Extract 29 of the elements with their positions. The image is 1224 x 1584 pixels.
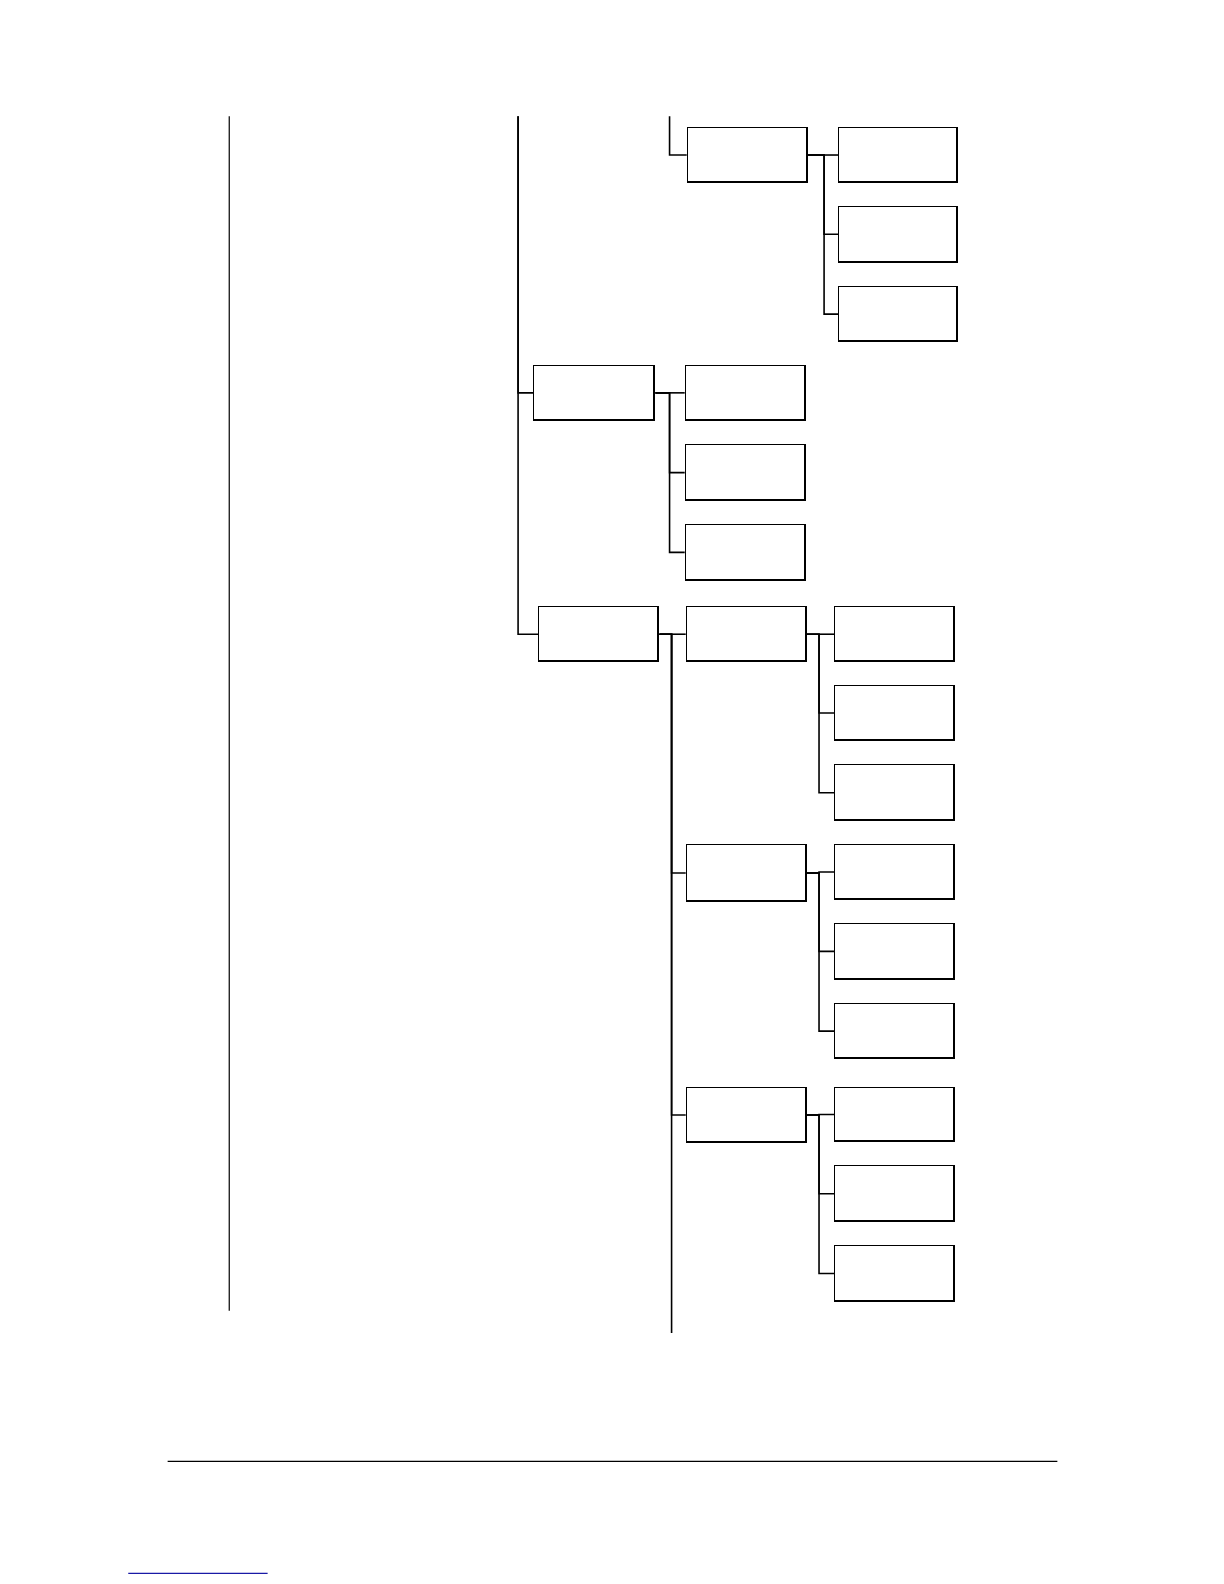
connector-line	[806, 1114, 835, 1275]
empty-box	[834, 923, 956, 980]
empty-box	[685, 844, 807, 902]
empty-box	[834, 764, 956, 822]
empty-box	[834, 1165, 956, 1222]
empty-box	[685, 1086, 807, 1144]
empty-box	[684, 364, 806, 422]
empty-box	[834, 844, 956, 900]
empty-box	[838, 206, 959, 263]
connector-line	[658, 633, 673, 1334]
empty-box	[834, 605, 956, 663]
empty-box	[834, 1245, 956, 1302]
empty-box	[834, 684, 956, 742]
connector-line	[668, 115, 688, 156]
empty-box	[685, 605, 807, 663]
empty-box	[686, 127, 808, 183]
empty-box	[834, 1086, 956, 1143]
empty-box	[684, 444, 806, 501]
connector-line	[806, 872, 835, 1032]
connector-line	[806, 633, 835, 794]
connector-line	[654, 392, 686, 554]
empty-box	[838, 127, 959, 183]
connector-line	[517, 115, 540, 635]
empty-box	[533, 364, 656, 422]
connector-line	[807, 154, 839, 315]
empty-box	[834, 1002, 956, 1060]
empty-box	[684, 524, 806, 581]
empty-box	[838, 285, 959, 343]
empty-box	[538, 605, 660, 663]
